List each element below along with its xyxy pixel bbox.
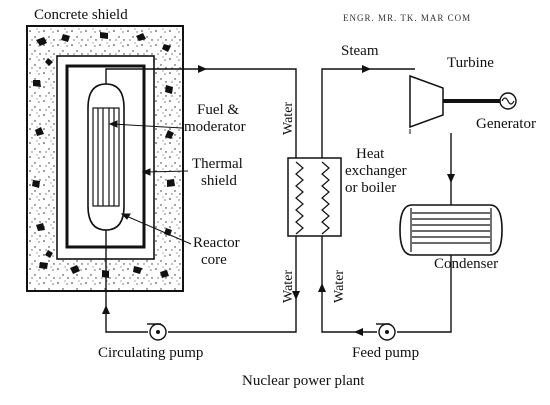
leader-lines — [108, 120, 192, 245]
feed-pump-label: Feed pump — [352, 345, 420, 361]
circulating-pump-label: Circulating pump — [98, 345, 204, 361]
flow-arrow-icon — [318, 283, 326, 292]
condenser-label: Condenser — [434, 256, 499, 272]
generator-label: Generator — [476, 116, 536, 132]
diagram-caption: Nuclear power plant — [242, 373, 365, 389]
turbine-label: Turbine — [447, 55, 494, 71]
water-label-bottom-right: Water — [332, 269, 347, 303]
water-label-top: Water — [281, 101, 296, 135]
water-label-bottom-left: Water — [281, 269, 296, 303]
turbine — [409, 74, 501, 134]
circulating-pump — [147, 323, 167, 341]
fuel-moderator-label-line2: moderator — [184, 119, 246, 135]
watermark: ENGR. MR. TK. MAR COM — [343, 13, 472, 23]
secondary-loop-arrows — [318, 65, 455, 336]
reactor-core-label-line1: Reactor — [193, 235, 240, 251]
primary-loop-arrows — [102, 65, 300, 314]
heat-exchanger-label-line3: or boiler — [345, 180, 397, 196]
flow-arrow-icon — [362, 65, 371, 73]
heat-exchanger — [287, 157, 342, 237]
flow-arrow-icon — [354, 328, 363, 336]
flow-arrow-icon — [447, 174, 455, 183]
heat-exchanger-label-line1: Heat — [356, 146, 385, 162]
generator-ac-generator-icon — [499, 92, 517, 110]
concrete-shield-label: Concrete shield — [34, 7, 128, 23]
reactor-core-label-line2: core — [201, 252, 227, 268]
heat-exchanger-label-line2: exchanger — [345, 163, 407, 179]
fuel-moderator-label-line1: Fuel & — [197, 102, 240, 118]
flow-arrow-icon — [292, 291, 300, 300]
condenser-tubes — [412, 212, 490, 244]
reactor-core — [87, 83, 125, 231]
condenser — [399, 204, 503, 256]
thermal-shield-label-line2: shield — [201, 173, 237, 189]
feed-pump — [376, 323, 396, 341]
flow-arrow-icon — [198, 65, 207, 73]
steam-label: Steam — [341, 43, 379, 59]
thermal-shield-label-line1: Thermal — [192, 156, 243, 172]
flow-arrow-icon — [102, 305, 110, 314]
